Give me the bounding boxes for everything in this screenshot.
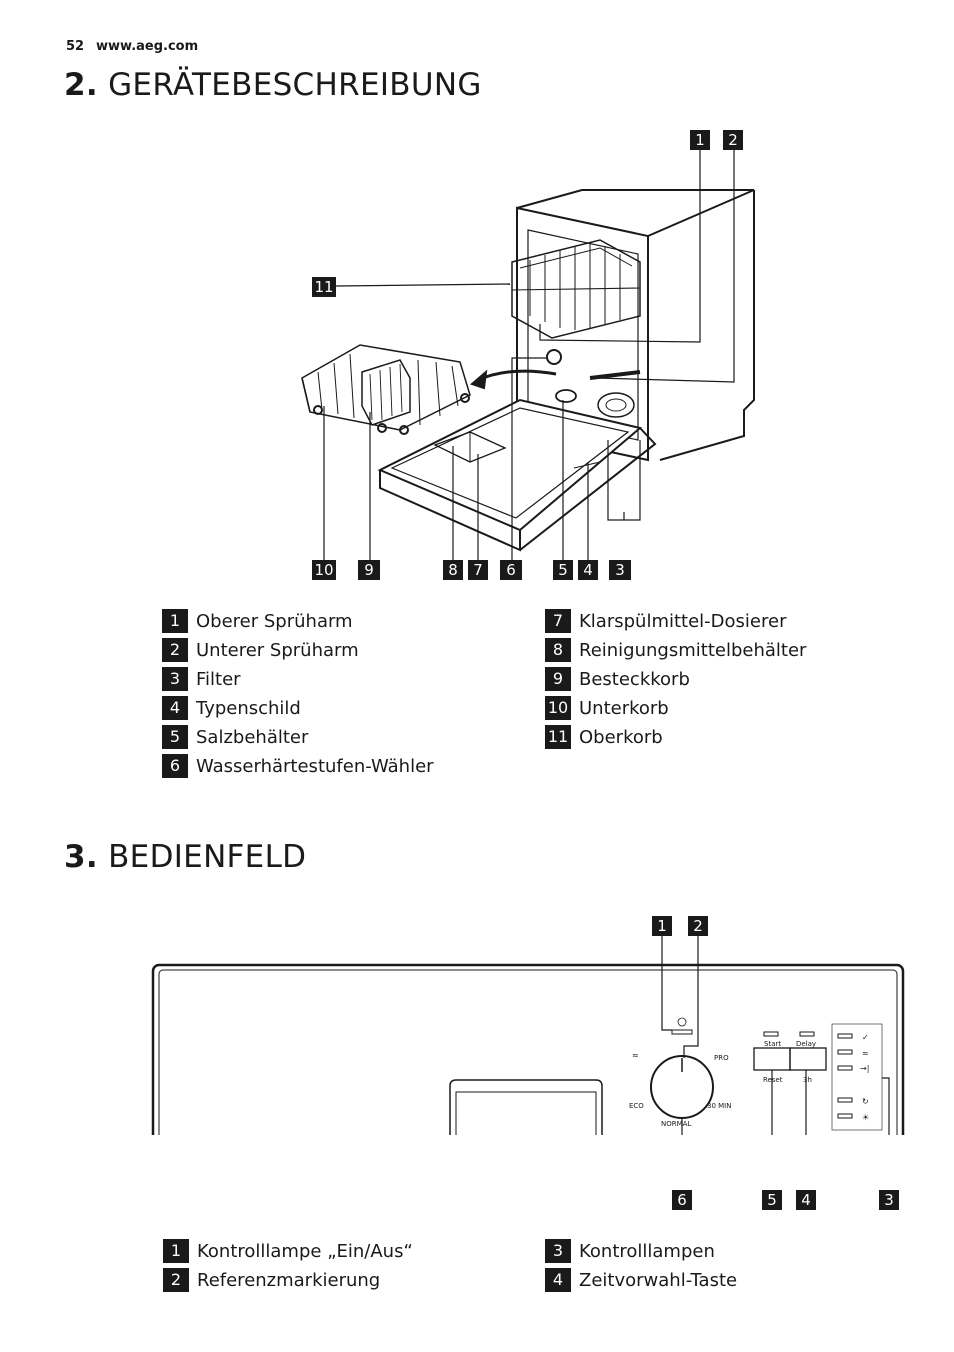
svg-text:→|: →|	[860, 1064, 869, 1073]
legend-item: 2 Unterer Sprüharm	[162, 637, 359, 663]
svg-text:≈: ≈	[632, 1051, 639, 1060]
panel-callout-4: 4	[796, 1190, 816, 1210]
callout-9: 9	[358, 560, 380, 580]
callout-7: 7	[468, 560, 488, 580]
callout-2: 2	[723, 130, 743, 150]
start-label: Start	[764, 1040, 781, 1048]
legend-item: 6 Wasserhärtestufen-Wähler	[162, 753, 434, 779]
legend-item: 3 Filter	[162, 666, 241, 692]
panel-callout-3: 3	[879, 1190, 899, 1210]
section-3-number: 3.	[64, 839, 98, 875]
panel-callout-6: 6	[672, 1190, 692, 1210]
section-2-heading: 2. GERÄTEBESCHREIBUNG	[64, 67, 482, 103]
legend-item: 4 Zeitvorwahl-Taste	[545, 1267, 737, 1293]
panel-callout-5: 5	[762, 1190, 782, 1210]
page-number: 52	[66, 39, 85, 54]
legend-item: 10 Unterkorb	[545, 695, 669, 721]
legend-item: 2 Referenzmarkierung	[163, 1267, 380, 1293]
program-30min-label: 30 MIN	[707, 1102, 731, 1110]
delay-sub-label: 3h	[803, 1076, 812, 1084]
legend-item: 5 Salzbehälter	[162, 724, 308, 750]
delay-label: Delay	[796, 1040, 816, 1048]
program-eco-label: ECO	[629, 1102, 644, 1110]
legend-item: 11 Oberkorb	[545, 724, 663, 750]
program-normal-label: NORMAL	[661, 1120, 691, 1128]
legend-item: 3 Kontrolllampen	[545, 1238, 715, 1264]
callout-3: 3	[609, 560, 631, 580]
svg-text:☀: ☀	[862, 1113, 869, 1122]
legend-item: 7 Klarspülmittel-Dosierer	[545, 608, 786, 634]
legend-item: 9 Besteckkorb	[545, 666, 690, 692]
dishwasher-illustration	[301, 150, 755, 560]
callout-11: 11	[312, 277, 336, 297]
callout-5: 5	[553, 560, 573, 580]
callout-6: 6	[500, 560, 522, 580]
legend-item: 4 Typenschild	[162, 695, 301, 721]
section-3-heading: 3. BEDIENFELD	[64, 839, 306, 875]
callout-1: 1	[690, 130, 710, 150]
reset-label: Reset	[763, 1076, 783, 1084]
header-url: www.aeg.com	[96, 39, 199, 54]
control-panel-illustration: ✓ ≈ →| ↻ ☀ ≈ PRO ECO 30 MIN NORMAL Start…	[151, 935, 905, 1135]
panel-callout-1: 1	[652, 916, 672, 936]
section-3-title: BEDIENFELD	[108, 839, 307, 875]
callout-8: 8	[443, 560, 463, 580]
svg-text:✓: ✓	[862, 1033, 869, 1042]
legend-item: 1 Oberer Sprüharm	[162, 608, 353, 634]
callout-4: 4	[578, 560, 598, 580]
program-pro-label: PRO	[714, 1054, 729, 1062]
section-2-title: GERÄTEBESCHREIBUNG	[108, 67, 482, 103]
svg-text:↻: ↻	[862, 1097, 869, 1106]
svg-text:≈: ≈	[862, 1049, 869, 1058]
panel-callout-2: 2	[688, 916, 708, 936]
legend-item: 1 Kontrolllampe „Ein/Aus“	[163, 1238, 413, 1264]
section-2-number: 2.	[64, 67, 98, 103]
callout-10: 10	[312, 560, 336, 580]
legend-item: 8 Reinigungsmittelbehälter	[545, 637, 806, 663]
